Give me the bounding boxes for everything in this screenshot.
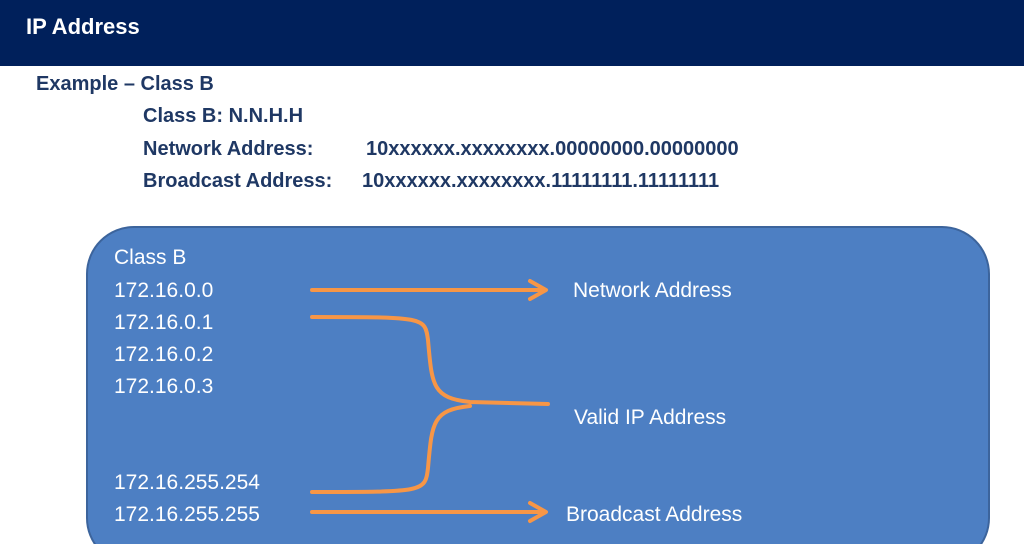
broadcast-address-label: Broadcast Address: (143, 170, 333, 192)
example-heading: Example – Class B (36, 73, 214, 95)
network-address-label: Network Address: (143, 138, 314, 160)
broadcast-address-bits: 10xxxxxx.xxxxxxxx.11111111.11111111 (362, 170, 720, 192)
network-address-callout: Network Address (573, 279, 732, 302)
panel-class-title: Class B (114, 246, 187, 269)
address-range-panel (86, 226, 990, 544)
broadcast-address-callout: Broadcast Address (566, 503, 743, 526)
network-address-bits: 10xxxxxx.xxxxxxxx.00000000.00000000 (366, 138, 739, 160)
valid-range-brace (310, 315, 550, 494)
address-item: 172.16.0.1 (114, 311, 214, 334)
address-item: 172.16.0.3 (114, 375, 214, 398)
network-arrowhead (528, 279, 548, 301)
slide-title: IP Address (26, 14, 140, 39)
address-item: 172.16.255.254 (114, 471, 260, 494)
address-item: 172.16.0.0 (114, 279, 214, 302)
class-notation: Class B: N.N.H.H (143, 105, 304, 127)
address-item: 172.16.0.2 (114, 343, 214, 366)
address-item: 172.16.255.255 (114, 503, 260, 526)
valid-ip-callout: Valid IP Address (574, 406, 727, 429)
broadcast-arrowhead (528, 501, 548, 523)
slide-header: IP Address (0, 0, 1024, 66)
